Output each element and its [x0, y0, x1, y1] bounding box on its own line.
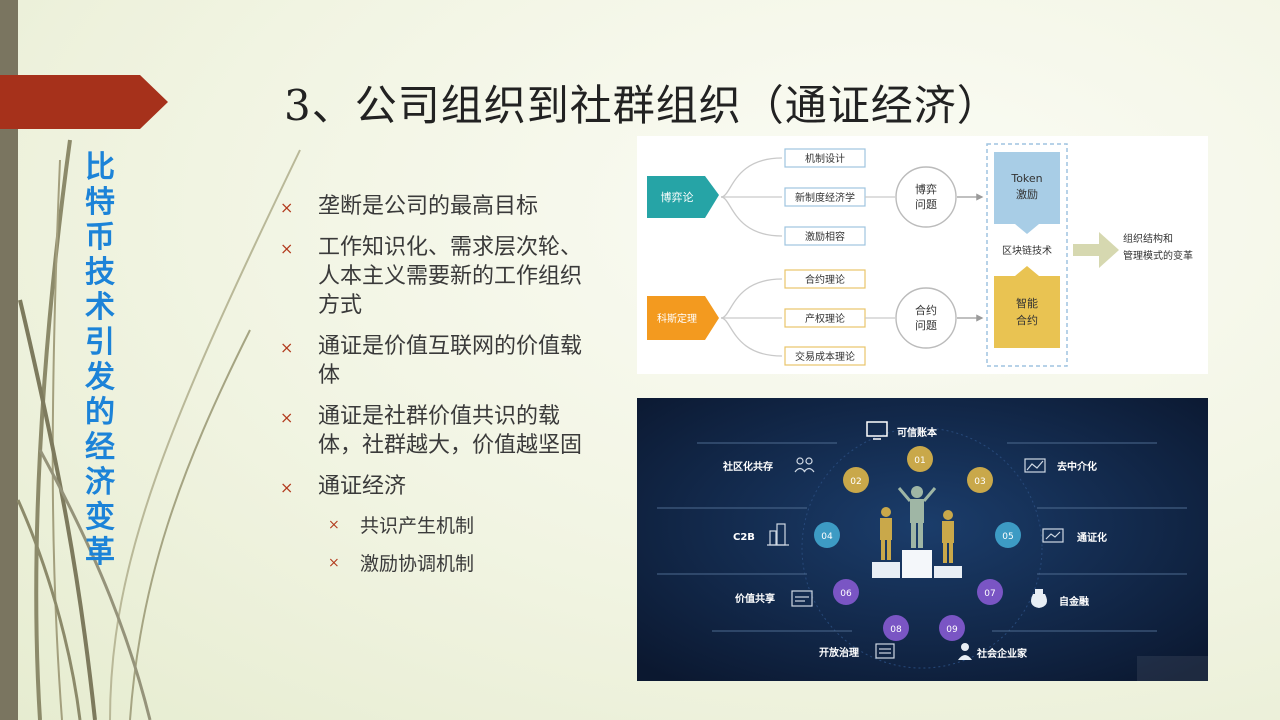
- governance-icon: [875, 643, 895, 659]
- smart-line2: 合约: [1016, 313, 1038, 327]
- label-trusted-ledger: 可信账本: [897, 426, 938, 439]
- bullet-text: 激励协调机制: [360, 553, 475, 575]
- item-mechanism-design: 机制设计: [805, 152, 845, 165]
- grass-decoration: [16, 139, 301, 720]
- num-01: [907, 446, 933, 472]
- num-06-text: 06: [840, 589, 852, 599]
- news-icon: [791, 590, 813, 607]
- num-05: [995, 522, 1021, 548]
- bullet-marker-icon: ×: [280, 239, 294, 258]
- num-08: [883, 615, 909, 641]
- label-decentralize: 去中介化: [1057, 460, 1097, 473]
- sub-bullet-item: × 激励协调机制: [328, 551, 600, 577]
- bullet-marker-icon: ×: [328, 555, 340, 571]
- num-04: [814, 522, 840, 548]
- label-community: 社区化共存: [722, 460, 773, 473]
- person-icon: [958, 643, 972, 660]
- num-07-text: 07: [984, 589, 995, 599]
- bullet-item: × 通证经济: [280, 472, 600, 501]
- num-01-text: 01: [914, 456, 925, 466]
- slide-title: 3、公司组织到社群组织（通证经济）: [284, 81, 1000, 130]
- bullet-text: 共识产生机制: [360, 515, 475, 537]
- item-new-institutional: 新制度经济学: [795, 191, 855, 204]
- num-09-text: 09: [946, 625, 958, 635]
- coase-label: 科斯定理: [657, 312, 697, 325]
- token-economy-infographic: 01 02 03 04 05 06 07 08 09 可信账本 社区化共存: [637, 398, 1208, 681]
- item-transaction-cost: 交易成本理论: [795, 350, 855, 363]
- label-social-entrepreneur: 社会企业家: [976, 647, 1028, 660]
- number-circles: 01 02 03 04 05 06 07 08 09: [814, 446, 1021, 641]
- bullet-marker-icon: ×: [280, 198, 294, 217]
- bullet-text: 工作知识化、需求层次轮、人本主义需要新的工作组织方式: [318, 235, 583, 318]
- chart-icon: [1024, 458, 1046, 473]
- bullet-item: × 通证是价值互联网的价值载体: [280, 332, 600, 390]
- game-problem-circle: [895, 166, 957, 228]
- bullet-text: 通证经济: [318, 474, 407, 499]
- contract-problem-circle: [895, 287, 957, 349]
- token-line1: Token: [1010, 172, 1042, 185]
- label-open-governance: 开放治理: [819, 646, 859, 659]
- num-06: [833, 579, 859, 605]
- bullet-text: 垄断是公司的最高目标: [318, 194, 539, 219]
- bullet-item: × 垄断是公司的最高目标: [280, 192, 600, 221]
- num-09: [939, 615, 965, 641]
- blockchain-frame: [986, 143, 1068, 367]
- token-box: [994, 152, 1060, 224]
- game-theory-box: [647, 176, 719, 218]
- circle-bottom-line1: 合约: [915, 303, 937, 317]
- coase-box: [647, 296, 719, 340]
- bullet-marker-icon: ×: [280, 338, 294, 357]
- item-property-rights: 产权理论: [805, 312, 845, 325]
- smart-line1: 智能: [1016, 296, 1038, 310]
- label-c2b: C2B: [733, 532, 755, 543]
- num-03-text: 03: [974, 477, 985, 487]
- blockchain-label: 区块链技术: [1002, 244, 1052, 257]
- community-icon: [794, 457, 815, 473]
- monitor-icon: [866, 421, 888, 437]
- num-04-text: 04: [821, 532, 833, 542]
- building-icon: [767, 523, 789, 546]
- num-03: [967, 467, 993, 493]
- label-self-finance: 自金融: [1059, 595, 1089, 608]
- circle-top-line2: 问题: [915, 198, 937, 211]
- num-08-text: 08: [890, 625, 902, 635]
- bullet-item: × 工作知识化、需求层次轮、人本主义需要新的工作组织方式: [280, 233, 600, 320]
- bullet-text: 通证是社群价值共识的载体，社群越大，价值越坚固: [318, 404, 583, 458]
- bullet-marker-icon: ×: [328, 517, 340, 533]
- bullet-marker-icon: ×: [280, 408, 294, 427]
- item-contract-theory: 合约理论: [805, 273, 845, 286]
- circle-bottom-line2: 问题: [915, 319, 937, 332]
- item-incentive: 激励相容: [805, 230, 845, 243]
- bullet-marker-icon: ×: [280, 478, 294, 497]
- num-07: [977, 579, 1003, 605]
- token-line2: 激励: [1016, 187, 1038, 201]
- bullet-item: × 通证是社群价值共识的载体，社群越大，价值越坚固: [280, 402, 600, 460]
- result-line2: 管理模式的变革: [1123, 249, 1193, 262]
- circle-top-line1: 博弈: [915, 182, 937, 196]
- vertical-section-title: 比特币技术引发的经济变革: [85, 150, 115, 570]
- sub-bullet-item: × 共识产生机制: [328, 513, 600, 539]
- bullet-list: ×垄断是公司的最高目标 ×工作知识化、需求层次轮、人本主义需要新的工作组织方式 …: [280, 192, 600, 589]
- result-arrow-icon: [1073, 232, 1119, 268]
- game-theory-label: 博弈论: [661, 190, 694, 204]
- tokenize-icon: [1042, 528, 1064, 543]
- top-item-boxes: 机制设计 新制度经济学 激励相容: [784, 148, 866, 246]
- theory-diagram: 博弈论 科斯定理 机制设计 新制度经济学 激励相容 合约理论 产权理论 交易成本…: [637, 136, 1208, 374]
- num-05-text: 05: [1002, 532, 1013, 542]
- label-value-sharing: 价值共享: [735, 592, 775, 605]
- people-icon: [880, 486, 954, 563]
- podium-icon: [872, 562, 900, 578]
- num-02: [843, 467, 869, 493]
- label-tokenize: 通证化: [1077, 531, 1107, 544]
- left-edge-bar: [0, 0, 18, 720]
- num-02-text: 02: [850, 477, 861, 487]
- bullet-text: 通证是价值互联网的价值载体: [318, 334, 583, 388]
- result-line1: 组织结构和: [1123, 232, 1173, 245]
- smart-contract-box: [994, 276, 1060, 348]
- money-bag-icon: [1031, 589, 1047, 608]
- bottom-item-boxes: 合约理论 产权理论 交易成本理论: [784, 269, 866, 366]
